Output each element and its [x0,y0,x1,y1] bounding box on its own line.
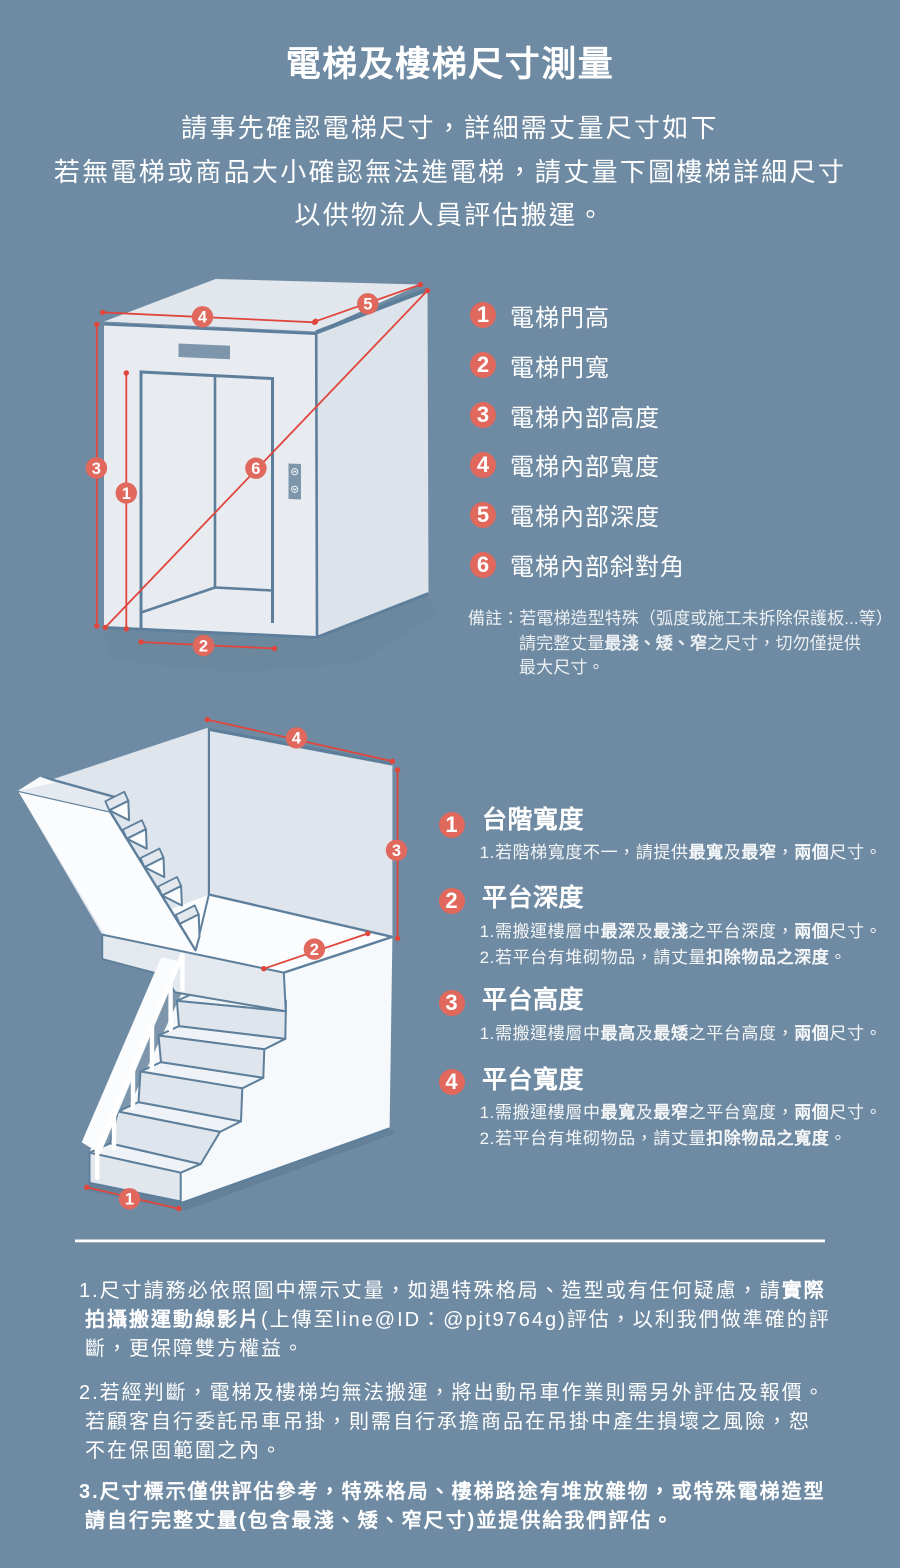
svg-text:3: 3 [392,842,401,860]
svg-text:2: 2 [199,637,208,655]
svg-text:3: 3 [92,460,101,478]
svg-text:1: 1 [125,1191,134,1209]
svg-text:5: 5 [363,296,372,314]
svg-text:4: 4 [292,730,302,748]
svg-text:4: 4 [198,309,208,327]
svg-text:2: 2 [310,941,319,959]
svg-text:6: 6 [251,460,260,478]
svg-text:1: 1 [122,485,131,503]
